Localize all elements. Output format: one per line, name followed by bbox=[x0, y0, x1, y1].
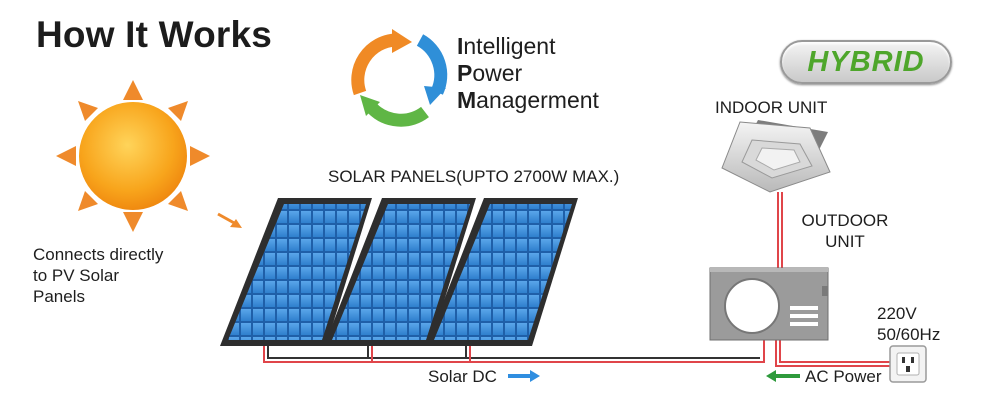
ipm-logo-text: Intelligent Power Managerment bbox=[457, 33, 599, 114]
solar-panels-label: SOLAR PANELS(UPTO 2700W MAX.) bbox=[328, 167, 620, 186]
supply-frequency: 50/60Hz bbox=[877, 325, 941, 344]
ipm-line-power: Power bbox=[457, 60, 523, 86]
cycle-arrows-icon bbox=[351, 29, 448, 127]
power-socket-icon bbox=[889, 345, 927, 383]
arrow-right-icon bbox=[508, 370, 540, 382]
outdoor-unit-line-1: OUTDOOR bbox=[801, 211, 889, 230]
hybrid-badge: HYBRID bbox=[780, 40, 952, 84]
supply-spec: 220V 50/60Hz bbox=[877, 303, 940, 345]
outdoor-unit-icon bbox=[709, 267, 829, 341]
ipm-line-intelligent: Intelligent bbox=[457, 33, 556, 59]
ac-power-label: AC Power bbox=[805, 367, 882, 386]
solar-dc-label: Solar DC bbox=[428, 367, 497, 386]
outdoor-unit-line-2: UNIT bbox=[825, 232, 865, 251]
solar-panel-icon bbox=[220, 198, 578, 346]
page-title: How It Works bbox=[36, 14, 273, 55]
sun-note-line-1: Connects directly bbox=[33, 245, 164, 264]
indoor-unit-label: INDOOR UNIT bbox=[715, 98, 828, 117]
outdoor-unit-label: OUTDOOR UNIT bbox=[800, 210, 890, 252]
sun-note: Connects directly to PV Solar Panels bbox=[33, 244, 163, 307]
hybrid-badge-label: HYBRID bbox=[807, 46, 925, 78]
indoor-unit-icon bbox=[721, 120, 831, 193]
sun-note-line-3: Panels bbox=[33, 287, 85, 306]
supply-voltage: 220V bbox=[877, 304, 917, 323]
ipm-line-management: Managerment bbox=[457, 87, 599, 113]
sun-icon bbox=[56, 80, 210, 232]
sun-to-panel-arrow bbox=[217, 212, 242, 228]
sun-note-line-2: to PV Solar bbox=[33, 266, 119, 285]
arrow-left-icon bbox=[766, 370, 800, 382]
